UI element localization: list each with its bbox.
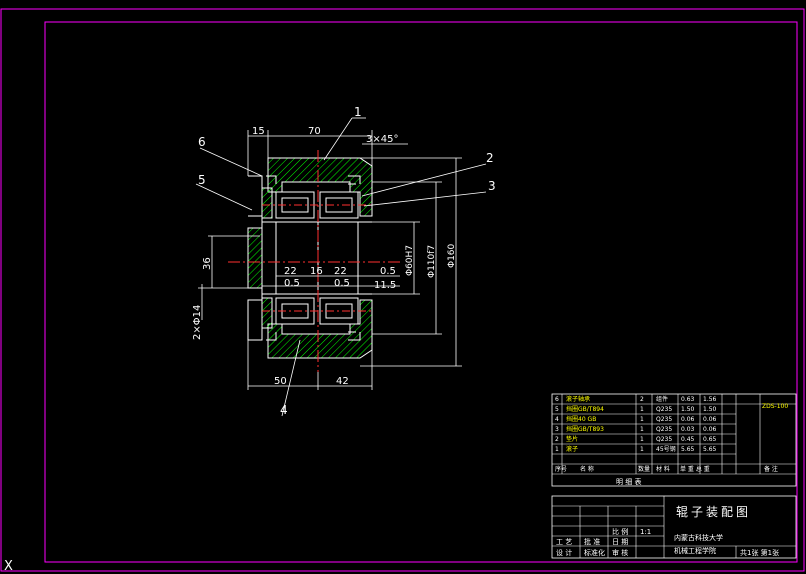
svg-text:5.65: 5.65 (703, 446, 717, 453)
hub-flange (247, 175, 263, 341)
part-label-3: 3 (488, 179, 496, 193)
dim-05c: 0.5 (334, 278, 350, 289)
svg-text:Q235: Q235 (656, 416, 672, 423)
roller-section-view (228, 150, 400, 372)
school-name: 内蒙古科技大学 (674, 533, 723, 542)
svg-text:Q235: Q235 (656, 426, 672, 433)
dim-50: 50 (274, 376, 287, 387)
svg-text:45号钢: 45号钢 (656, 445, 676, 453)
bom-side-note: ZDS-100 (762, 403, 788, 410)
leader-lines (195, 117, 487, 417)
svg-text:2: 2 (640, 396, 644, 403)
hub-hatch (247, 227, 263, 289)
svg-text:6: 6 (555, 396, 559, 403)
svg-text:3: 3 (555, 426, 559, 433)
svg-text:0.06: 0.06 (703, 426, 717, 433)
scale-value: 1:1 (640, 528, 651, 536)
part-label-6: 6 (198, 135, 206, 149)
svg-text:组件: 组件 (656, 395, 668, 403)
dim-05b: 0.5 (284, 278, 300, 289)
svg-text:标准化: 标准化 (584, 548, 605, 557)
dim-dia160: Φ160 (447, 243, 457, 268)
inner-frame (44, 21, 798, 563)
svg-text:备 注: 备 注 (764, 465, 778, 473)
dim-36: 36 (202, 257, 213, 270)
dim-dia60: Φ60H7 (405, 245, 415, 276)
svg-text:1: 1 (640, 416, 644, 423)
dim-2x14: 2×Φ14 (192, 305, 203, 340)
dim-15: 15 (252, 126, 265, 137)
svg-text:1: 1 (640, 406, 644, 413)
bom-title: 明 细 表 (616, 477, 641, 486)
dim-05a: 0.5 (380, 266, 396, 277)
dimension-lines (198, 130, 462, 390)
svg-text:日 期: 日 期 (612, 538, 628, 546)
svg-text:1: 1 (640, 436, 644, 443)
drawing-title: 辊子装配图 (676, 505, 751, 519)
svg-text:1.50: 1.50 (681, 406, 695, 413)
svg-text:1: 1 (640, 446, 644, 453)
svg-text:1.56: 1.56 (703, 396, 717, 403)
svg-text:设 计: 设 计 (556, 548, 572, 557)
svg-text:比 例: 比 例 (612, 527, 628, 536)
svg-text:Q235: Q235 (656, 436, 672, 443)
svg-text:0.63: 0.63 (681, 396, 695, 403)
sheet-count: 共1张 第1张 (740, 548, 779, 557)
svg-text:批 准: 批 准 (584, 537, 600, 546)
outer-frame (0, 8, 805, 572)
svg-text:0.65: 0.65 (703, 436, 717, 443)
part-label-4: 4 (280, 403, 288, 417)
spacer-upper (261, 187, 273, 219)
part-label-1: 1 (354, 105, 362, 119)
part-label-5: 5 (198, 173, 206, 187)
svg-text:挡圈40 GB: 挡圈40 GB (566, 415, 596, 423)
svg-text:工 艺: 工 艺 (556, 538, 572, 546)
svg-text:挡圈GB/T894: 挡圈GB/T894 (566, 405, 604, 413)
svg-text:0.45: 0.45 (681, 436, 695, 443)
svg-text:滚子轴承: 滚子轴承 (566, 395, 590, 403)
svg-text:材 料: 材 料 (656, 465, 670, 473)
dim-22a: 22 (284, 266, 297, 277)
svg-text:1: 1 (640, 426, 644, 433)
svg-text:0.06: 0.06 (703, 416, 717, 423)
svg-text:0.06: 0.06 (681, 416, 695, 423)
part-label-2: 2 (486, 151, 494, 165)
svg-text:名 称: 名 称 (580, 465, 594, 473)
svg-text:单 重 总 重: 单 重 总 重 (680, 465, 710, 473)
svg-text:0.03: 0.03 (681, 426, 695, 433)
svg-text:垫片: 垫片 (566, 435, 578, 443)
svg-text:5: 5 (555, 406, 559, 413)
svg-text:1: 1 (555, 446, 559, 453)
svg-text:5.65: 5.65 (681, 446, 695, 453)
svg-text:审 核: 审 核 (612, 548, 628, 557)
spacer-lower (261, 297, 273, 329)
dim-42: 42 (336, 376, 349, 387)
svg-text:2: 2 (555, 436, 559, 443)
svg-text:4: 4 (555, 416, 559, 423)
bill-of-materials: 6 滚子轴承 2 组件 0.63 1.56 5 挡圈GB/T894 1 Q235… (551, 393, 797, 487)
dim-70: 70 (308, 126, 321, 137)
dim-115: 11.5 (374, 280, 396, 291)
svg-text:数量: 数量 (638, 465, 650, 473)
dim-16: 16 (310, 266, 323, 277)
dim-chamfer: 3×45° (366, 134, 398, 145)
svg-text:Q235: Q235 (656, 406, 672, 413)
svg-text:滚子: 滚子 (566, 445, 578, 453)
svg-text:1.50: 1.50 (703, 406, 717, 413)
ucs-cursor-icon: X (4, 559, 13, 574)
dim-dia110: Φ110f7 (427, 245, 437, 278)
title-block: 辊子装配图 内蒙古科技大学 机械工程学院 共1张 第1张 1:1 设 计 标准化… (551, 495, 797, 559)
department-name: 机械工程学院 (674, 546, 716, 555)
svg-text:序号: 序号 (555, 465, 567, 473)
dim-22b: 22 (334, 266, 347, 277)
svg-text:挡圈GB/T893: 挡圈GB/T893 (566, 425, 604, 433)
